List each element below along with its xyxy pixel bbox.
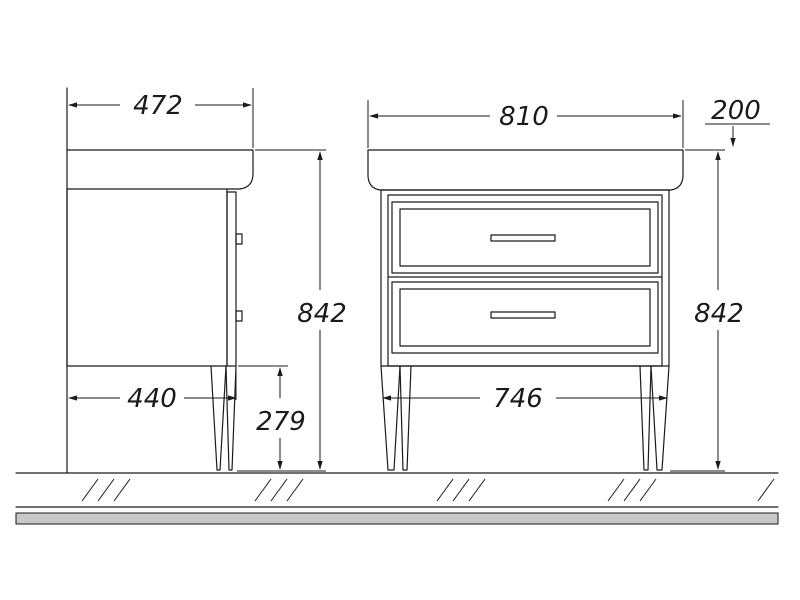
side-handle-knob <box>235 233 243 245</box>
dim-leg-span: 746 <box>382 384 668 414</box>
top-drawer-handle[interactable] <box>490 234 556 242</box>
dim-basin-offset: 200 <box>705 96 770 147</box>
dim-label-440: 440 <box>127 384 177 414</box>
front-view <box>367 149 684 471</box>
side-cabinet <box>66 188 228 367</box>
dim-side-height: 842 <box>237 149 347 472</box>
side-leg <box>210 365 227 471</box>
bottom-drawer[interactable] <box>391 281 659 354</box>
side-handle-knob <box>235 310 243 322</box>
floor <box>15 472 779 525</box>
dim-label-842-front: 842 <box>694 299 744 329</box>
front-leg-left-inner <box>399 365 412 471</box>
dim-side-depth-bottom: 440 <box>68 366 237 414</box>
side-basin <box>66 149 254 190</box>
dim-label-279: 279 <box>256 407 306 437</box>
dim-front-height: 842 <box>670 149 744 472</box>
dim-label-810: 810 <box>499 102 549 132</box>
bottom-drawer-handle[interactable] <box>490 311 556 319</box>
dim-label-746: 746 <box>493 384 543 414</box>
dim-side-depth-top: 472 <box>68 88 254 148</box>
front-basin <box>367 149 684 191</box>
front-leg-right <box>639 365 652 471</box>
dim-label-842-side: 842 <box>297 299 347 329</box>
dim-front-width: 810 <box>367 100 684 148</box>
dim-label-200: 200 <box>711 96 761 126</box>
dim-label-472: 472 <box>133 91 183 121</box>
side-leg <box>225 365 237 471</box>
top-drawer[interactable] <box>391 201 659 274</box>
front-cabinet-frame <box>380 189 670 367</box>
dim-leg-height: 279 <box>238 365 306 470</box>
floor-hatching <box>81 478 775 502</box>
front-leg-right-inner <box>650 365 670 471</box>
side-view <box>66 87 254 474</box>
front-leg-left <box>380 365 401 471</box>
